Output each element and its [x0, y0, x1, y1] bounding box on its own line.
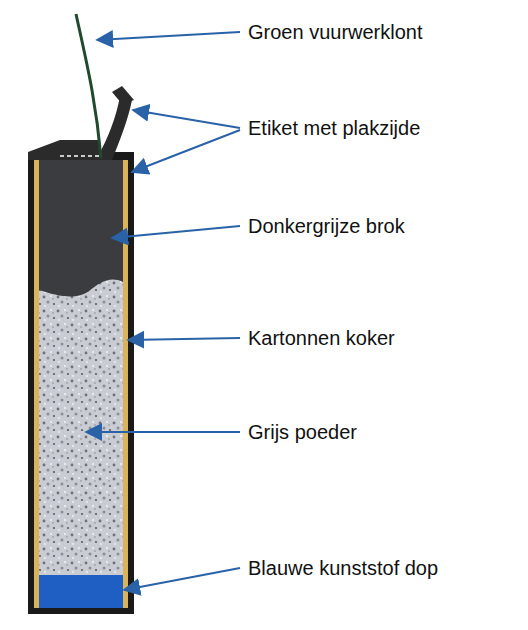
part-label: Kartonnen koker — [248, 326, 395, 350]
part-label: Etiket met plakzijde — [248, 116, 420, 140]
part-label: Grijs poeder — [248, 420, 357, 444]
part-label: Blauwe kunststof dop — [248, 556, 438, 580]
part-label: Groen vuurwerklont — [248, 20, 423, 44]
leader-lines — [86, 32, 240, 590]
part-label: Donkergrijze brok — [248, 214, 405, 238]
